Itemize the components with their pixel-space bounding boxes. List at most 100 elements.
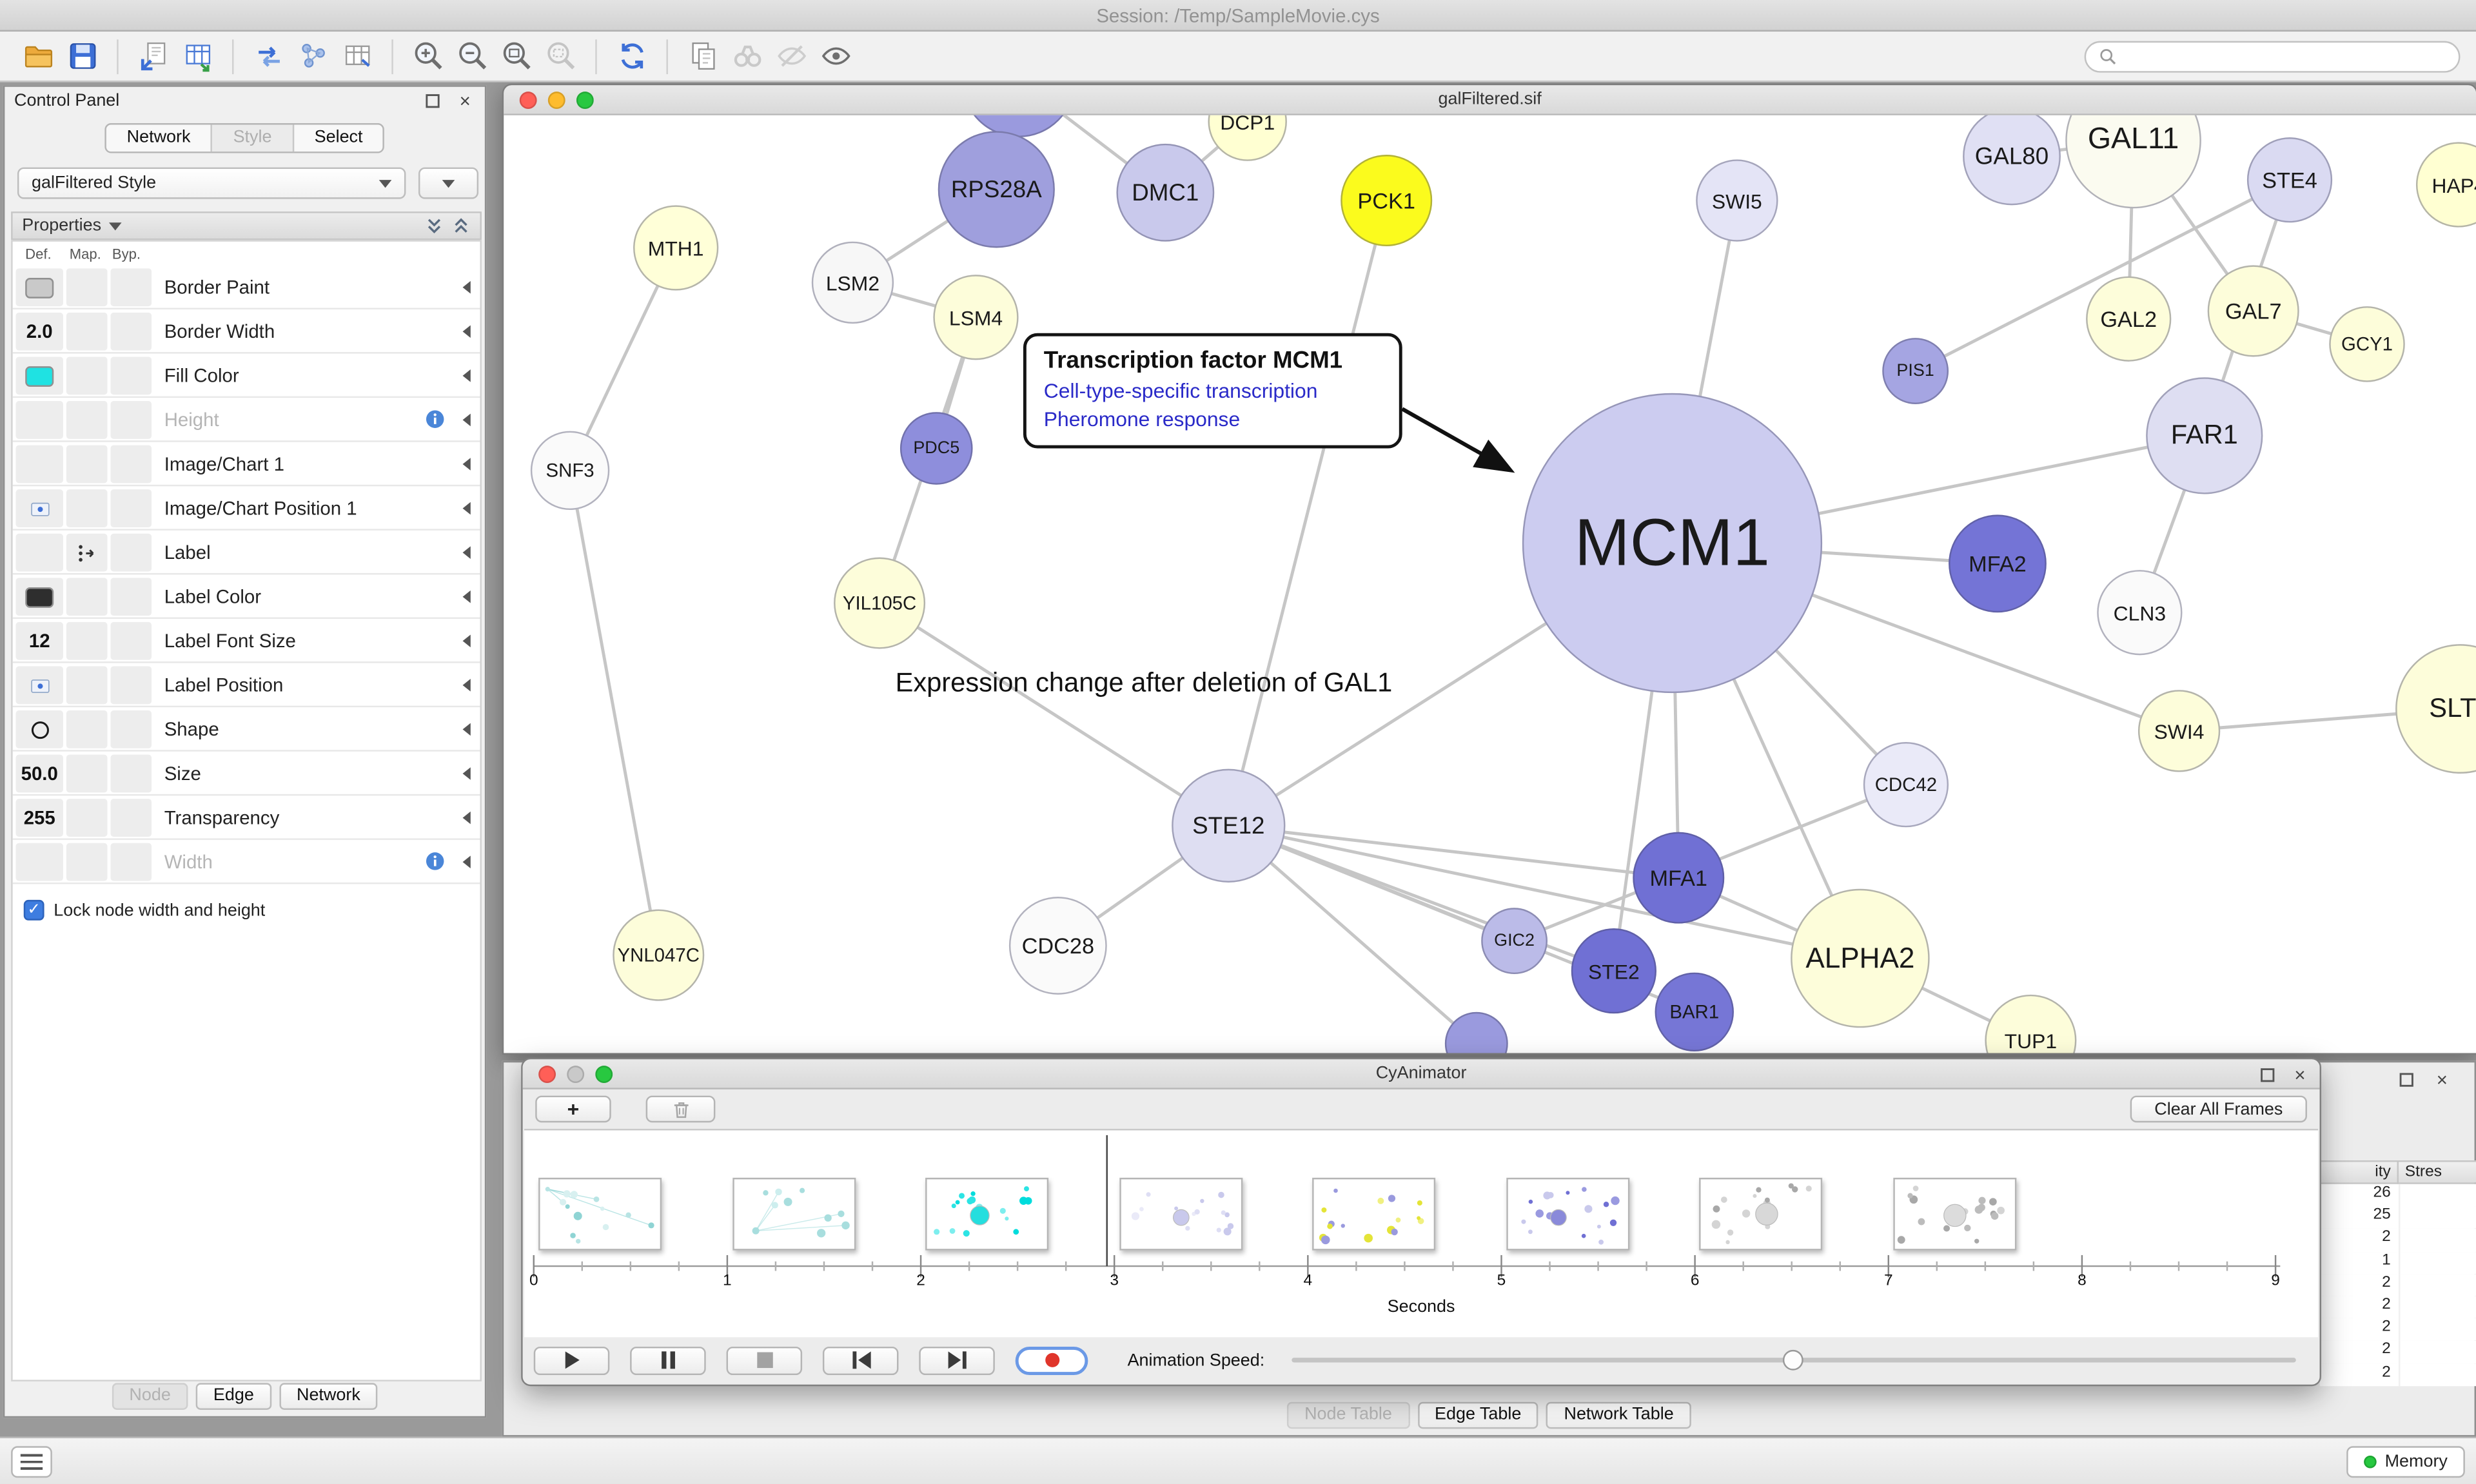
default-cell[interactable]: 12 — [15, 621, 63, 660]
play-button[interactable] — [533, 1345, 610, 1374]
table-row[interactable]: 2 — [2319, 1318, 2476, 1341]
node-cdc28[interactable]: CDC28 — [1008, 897, 1107, 995]
show-all-icon[interactable] — [813, 35, 858, 77]
table-row[interactable]: 2 — [2319, 1273, 2476, 1296]
bypass-cell[interactable] — [110, 489, 152, 527]
node-unlabeled[interactable] — [1444, 1011, 1508, 1053]
open-session-icon[interactable] — [15, 35, 60, 77]
network-canvas[interactable]: RPS28ADMC1DCP1PCK1SWI5GAL80GAL11STE4HAP4… — [504, 115, 2476, 1053]
bypass-cell[interactable] — [110, 799, 152, 837]
mapping-cell[interactable] — [66, 356, 108, 395]
style-select[interactable]: galFiltered Style — [17, 167, 406, 199]
close-icon[interactable]: × — [2436, 1068, 2448, 1091]
expand-arrow-icon[interactable] — [462, 634, 471, 648]
tab-node[interactable]: Node — [112, 1383, 188, 1410]
save-session-icon[interactable] — [60, 35, 104, 77]
frame-thumbnail-7[interactable] — [1893, 1177, 2017, 1251]
property-row-image-chart-1[interactable]: Image/Chart 1 — [12, 442, 480, 487]
cyanimator-titlebar[interactable]: CyAnimator × — [522, 1059, 2320, 1089]
expand-arrow-icon[interactable] — [462, 369, 471, 382]
lock-checkbox[interactable]: ✓ — [23, 899, 44, 921]
bypass-cell[interactable] — [110, 445, 152, 483]
properties-header[interactable]: Properties — [11, 211, 482, 240]
tab-network[interactable]: Network — [106, 124, 213, 152]
node-gal2[interactable]: GAL2 — [2086, 276, 2172, 362]
expand-arrow-icon[interactable] — [462, 280, 471, 294]
mapping-cell[interactable] — [66, 489, 108, 527]
node-slt2[interactable]: SLT2 — [2395, 644, 2476, 774]
node-pis1[interactable]: PIS1 — [1882, 338, 1949, 404]
speed-slider-thumb[interactable] — [1782, 1349, 1803, 1371]
table-row[interactable]: 2 — [2319, 1363, 2476, 1386]
default-cell[interactable] — [15, 356, 63, 395]
node-dmc1[interactable]: DMC1 — [1116, 143, 1215, 242]
mapping-cell[interactable] — [66, 578, 108, 616]
node-gal11[interactable]: GAL11 — [2065, 115, 2201, 209]
node-cln3[interactable]: CLN3 — [2097, 570, 2183, 656]
node-pck1[interactable]: PCK1 — [1341, 155, 1433, 247]
node-mcm1[interactable]: MCM1 — [1522, 393, 1823, 694]
tab-edge[interactable]: Edge — [195, 1383, 271, 1410]
node-ste12[interactable]: STE12 — [1172, 768, 1286, 883]
pause-button[interactable] — [630, 1345, 706, 1374]
default-cell[interactable]: 50.0 — [15, 754, 63, 793]
mapping-cell[interactable] — [66, 666, 108, 705]
expand-arrow-icon[interactable] — [462, 546, 471, 559]
node-hap4[interactable]: HAP4 — [2415, 142, 2476, 228]
node-bar1[interactable]: BAR1 — [1655, 972, 1734, 1052]
node-gal80[interactable]: GAL80 — [1963, 115, 2061, 206]
search-input[interactable] — [2125, 46, 2446, 66]
export-network-icon[interactable] — [291, 35, 335, 77]
node-swi4[interactable]: SWI4 — [2137, 690, 2221, 772]
tab-network[interactable]: Network — [279, 1383, 378, 1410]
memory-button[interactable]: Memory — [2346, 1445, 2465, 1478]
node-ynl047c[interactable]: YNL047C — [613, 909, 705, 1001]
close-button[interactable] — [538, 1066, 556, 1084]
node-alpha2[interactable]: ALPHA2 — [1791, 888, 1930, 1028]
zoom-button[interactable] — [595, 1066, 613, 1084]
frame-thumbnail-3[interactable] — [1119, 1177, 1243, 1251]
tab-select[interactable]: Select — [314, 128, 363, 147]
property-row-label-position[interactable]: Label Position — [12, 663, 480, 708]
import-table-icon[interactable] — [175, 35, 220, 77]
node-pdc5[interactable]: PDC5 — [899, 412, 973, 485]
frame-thumbnail-0[interactable] — [538, 1177, 662, 1251]
frame-thumbnail-4[interactable] — [1312, 1177, 1436, 1251]
bypass-cell[interactable] — [110, 710, 152, 748]
node-dcp1[interactable]: DCP1 — [1208, 115, 1287, 161]
property-row-border-paint[interactable]: Border Paint — [12, 265, 480, 310]
bypass-cell[interactable] — [110, 312, 152, 351]
frame-thumbnail-6[interactable] — [1699, 1177, 1823, 1251]
default-cell[interactable]: 2.0 — [15, 312, 63, 351]
default-cell[interactable] — [15, 666, 63, 705]
table-row[interactable]: 2 — [2319, 1340, 2476, 1363]
node-ste2[interactable]: STE2 — [1571, 928, 1656, 1014]
expand-arrow-icon[interactable] — [462, 413, 471, 427]
node-yil105c[interactable]: YIL105C — [834, 557, 926, 649]
table-row[interactable]: 1 — [2319, 1251, 2476, 1274]
expand-arrow-icon[interactable] — [462, 811, 471, 825]
default-cell[interactable]: 255 — [15, 799, 63, 837]
bypass-cell[interactable] — [110, 401, 152, 439]
property-row-width[interactable]: Width — [12, 840, 480, 884]
property-row-label[interactable]: Label — [12, 531, 480, 575]
node-mfa1[interactable]: MFA1 — [1633, 832, 1725, 924]
panel-toggle-button[interactable] — [11, 1445, 52, 1478]
clear-all-frames-button[interactable]: Clear All Frames — [2130, 1095, 2307, 1123]
node-gal7[interactable]: GAL7 — [2207, 265, 2299, 357]
zoom-button[interactable] — [576, 92, 594, 109]
collapse-all-icon[interactable] — [451, 217, 470, 235]
mapping-cell[interactable] — [66, 401, 108, 439]
zoom-out-icon[interactable] — [450, 35, 495, 77]
bypass-cell[interactable] — [110, 356, 152, 395]
copy-icon[interactable] — [681, 35, 725, 77]
mapping-cell[interactable] — [66, 843, 108, 881]
default-cell[interactable] — [15, 843, 63, 881]
minimize-button[interactable] — [567, 1066, 585, 1084]
bypass-cell[interactable] — [110, 268, 152, 307]
expand-all-icon[interactable] — [425, 217, 444, 235]
expand-arrow-icon[interactable] — [462, 679, 471, 692]
skip-to-start-button[interactable] — [822, 1345, 899, 1374]
